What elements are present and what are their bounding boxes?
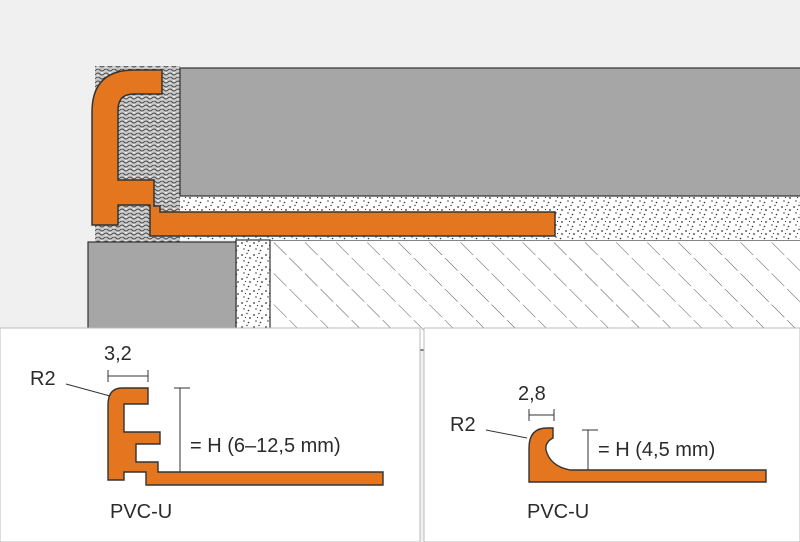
material-label: PVC-U bbox=[110, 501, 172, 523]
wall-tile bbox=[179, 67, 800, 197]
width-label: 3,2 bbox=[104, 343, 132, 365]
left-profile-drawing: 3,2 R2 = H (6–12,5 mm) PVC-U bbox=[30, 343, 384, 523]
profile-shape-right bbox=[528, 427, 767, 483]
radius-label: R2 bbox=[450, 414, 476, 436]
height-label: = H (4,5 mm) bbox=[598, 439, 715, 461]
radius-leader bbox=[485, 429, 528, 439]
material-label: PVC-U bbox=[527, 501, 589, 523]
panel-right bbox=[423, 327, 800, 542]
radius-leader bbox=[65, 383, 111, 397]
height-label: = H (6–12,5 mm) bbox=[190, 435, 341, 457]
installation-cross-section bbox=[87, 66, 800, 351]
trim-profile bbox=[91, 69, 556, 237]
right-profile-drawing: 2,8 R2 = H (4,5 mm) PVC-U bbox=[450, 383, 767, 523]
width-label: 2,8 bbox=[518, 383, 546, 405]
panel-left bbox=[0, 327, 421, 542]
radius-label: R2 bbox=[30, 368, 56, 390]
